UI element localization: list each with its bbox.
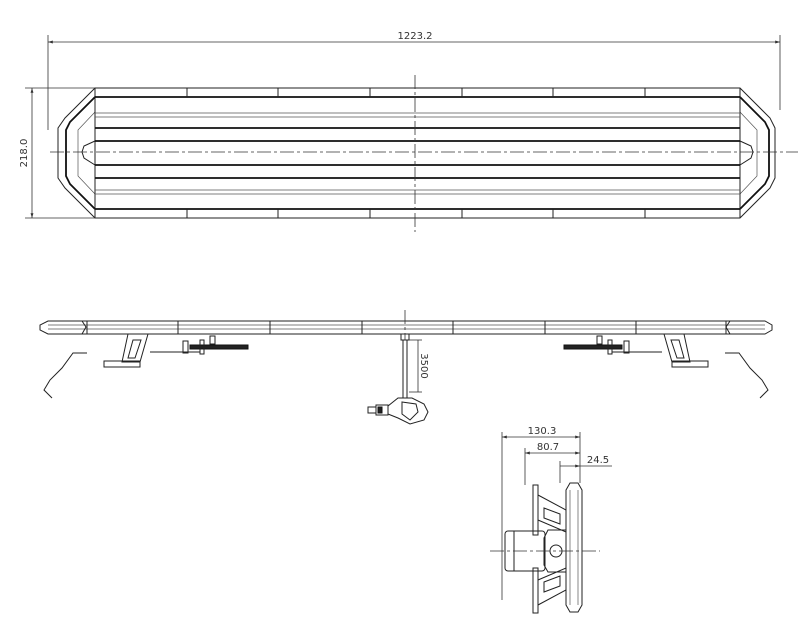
top-view: 1223.2 218.0 xyxy=(19,31,798,232)
lens-lines xyxy=(81,96,754,210)
end-dimensions: 130.3 80.7 24.5 xyxy=(501,426,612,600)
bracket-depth-label: 80.7 xyxy=(537,442,559,453)
length-label: 1223.2 xyxy=(398,31,433,42)
bar-depth-label: 24.5 xyxy=(587,455,609,466)
right-mount-bracket xyxy=(563,333,769,399)
overall-depth-label: 130.3 xyxy=(528,426,557,437)
side-view: 3500 xyxy=(39,310,773,425)
width-dimension: 218.0 xyxy=(19,87,95,219)
left-mount-bracket xyxy=(43,333,249,399)
cable-length-dimension: 3500 xyxy=(409,339,429,393)
cable-length-label: 3500 xyxy=(418,353,429,378)
length-dimension: 1223.2 xyxy=(47,31,781,130)
power-cable xyxy=(367,310,429,425)
segment-dividers xyxy=(86,321,727,334)
end-view: 130.3 80.7 24.5 xyxy=(490,426,612,614)
width-label: 218.0 xyxy=(19,139,30,168)
segment-ticks xyxy=(186,88,646,218)
cigarette-lighter-plug-icon xyxy=(367,397,429,425)
